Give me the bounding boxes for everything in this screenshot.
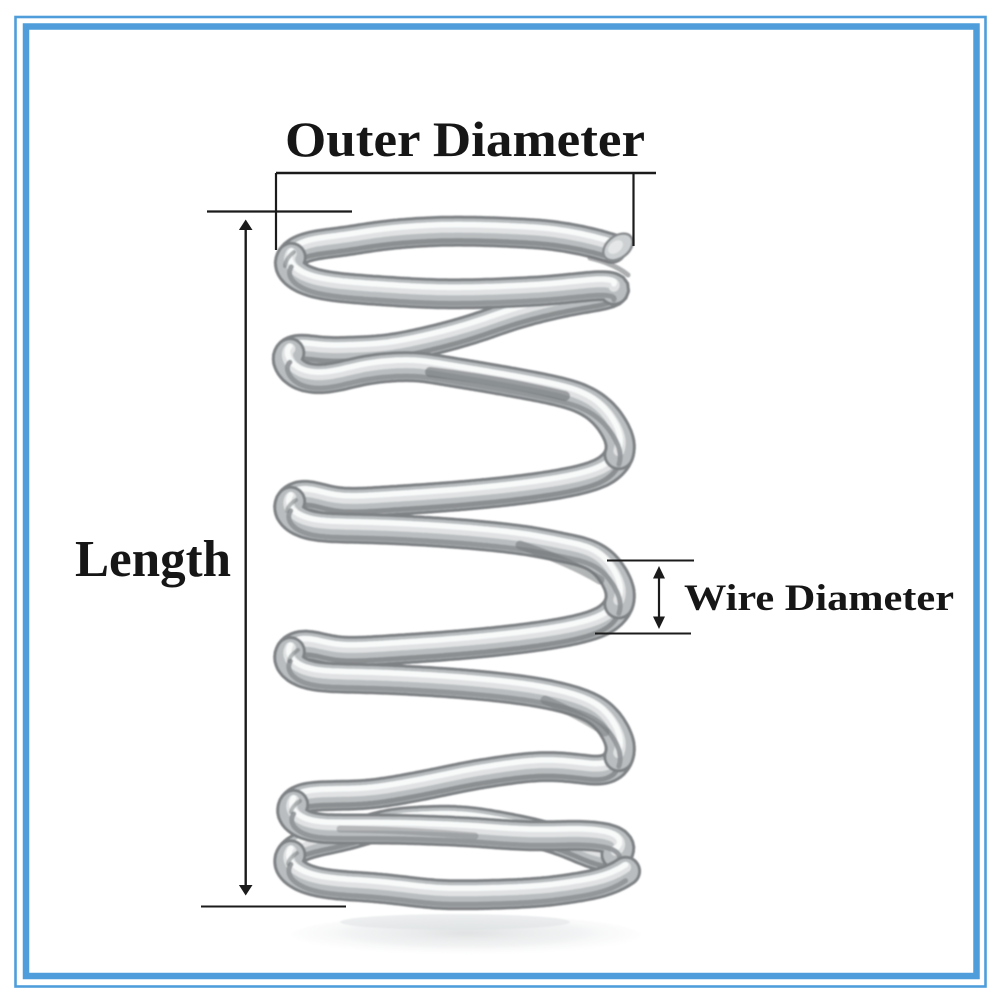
svg-text:Length: Length [75, 531, 231, 588]
svg-text:Outer Diameter: Outer Diameter [285, 111, 645, 167]
svg-text:Wire Diameter: Wire Diameter [684, 578, 954, 619]
